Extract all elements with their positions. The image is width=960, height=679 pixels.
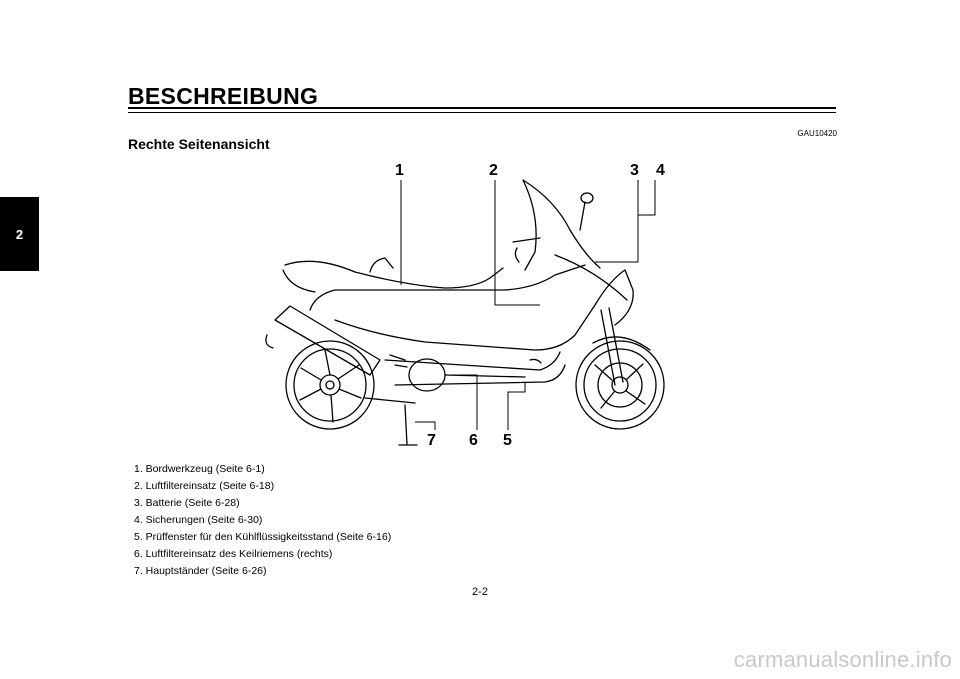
- watermark: carmanualsonline.info: [733, 647, 952, 672]
- callout-labels: 1 2 3 4 5 6 7: [395, 162, 665, 449]
- list-item: 1. Bordwerkzeug (Seite 6-1): [134, 463, 265, 475]
- list-item: 5. Prüffenster für den Kühlflüssigkeitss…: [134, 531, 392, 543]
- header-rule-thin: [128, 112, 836, 113]
- page-title: BESCHREIBUNG: [128, 83, 319, 109]
- callout-1: 1: [395, 162, 404, 179]
- list-item: 4. Sicherungen (Seite 6-30): [134, 514, 263, 526]
- page-number: 2-2: [472, 586, 488, 598]
- callout-3: 3: [630, 162, 639, 179]
- section-title: Rechte Seitenansicht: [128, 136, 270, 152]
- callout-2: 2: [489, 162, 498, 179]
- scooter-illustration: 1 2 3 4 5 6 7: [265, 162, 665, 449]
- header-rule: [128, 107, 836, 109]
- list-item: 2. Luftfiltereinsatz (Seite 6-18): [134, 480, 275, 492]
- rear-wheel: [285, 340, 375, 430]
- callout-6: 6: [469, 432, 478, 449]
- callout-5: 5: [503, 432, 512, 449]
- reference-code: GAU10420: [797, 129, 837, 138]
- list-item: 7. Hauptständer (Seite 6-26): [134, 565, 267, 577]
- callout-4: 4: [656, 162, 665, 179]
- list-item: 3. Batterie (Seite 6-28): [134, 497, 240, 509]
- list-item: 6. Luftfiltereinsatz des Keilriemens (re…: [134, 548, 333, 560]
- callout-7: 7: [427, 432, 436, 449]
- parts-list: 1. Bordwerkzeug (Seite 6-1) 2. Luftfilte…: [134, 461, 391, 580]
- chapter-tab: 2: [0, 197, 39, 271]
- front-wheel: [575, 340, 665, 430]
